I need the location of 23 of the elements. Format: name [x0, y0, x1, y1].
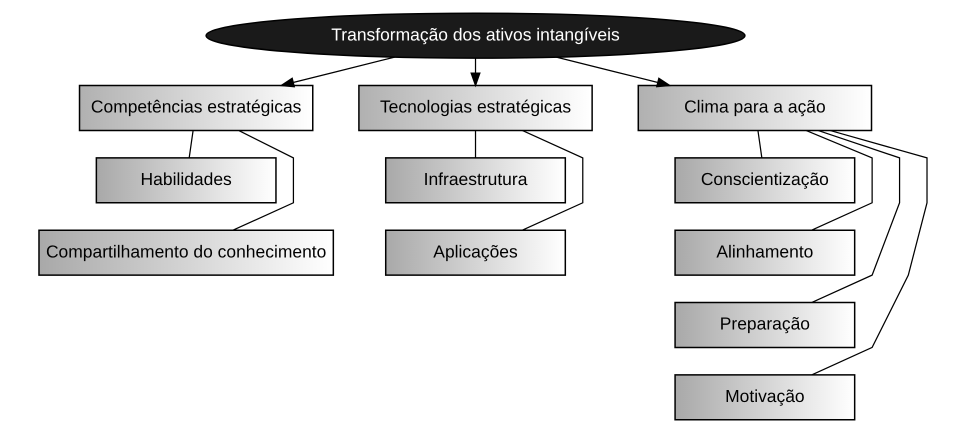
node-box: Clima para a ação: [637, 84, 872, 132]
connector: [811, 130, 928, 376]
node-box: Aplicações: [384, 229, 566, 276]
node-box: Preparação: [674, 302, 855, 348]
node-box: Infraestrutura: [384, 157, 566, 204]
connector: [522, 130, 583, 231]
connector: [474, 130, 476, 158]
connector: [811, 130, 900, 303]
node-box: Motivação: [674, 374, 855, 421]
arrow: [556, 56, 672, 88]
connector: [806, 130, 872, 231]
node-box: Conscientização: [674, 157, 855, 204]
node-box: Competências estratégicas: [78, 84, 313, 132]
node-box: Habilidades: [95, 157, 276, 204]
connector: [756, 130, 762, 158]
node-box: Tecnologias estratégicas: [358, 84, 592, 132]
node-box: Alinhamento: [674, 229, 855, 276]
arrow: [470, 58, 480, 88]
arrow: [278, 56, 394, 88]
connector: [232, 130, 294, 231]
node-box: Compartilhamento do conhecimento: [38, 229, 334, 276]
connector: [188, 130, 194, 158]
node-ellipse: Transformação dos ativos intangíveis: [204, 12, 746, 59]
